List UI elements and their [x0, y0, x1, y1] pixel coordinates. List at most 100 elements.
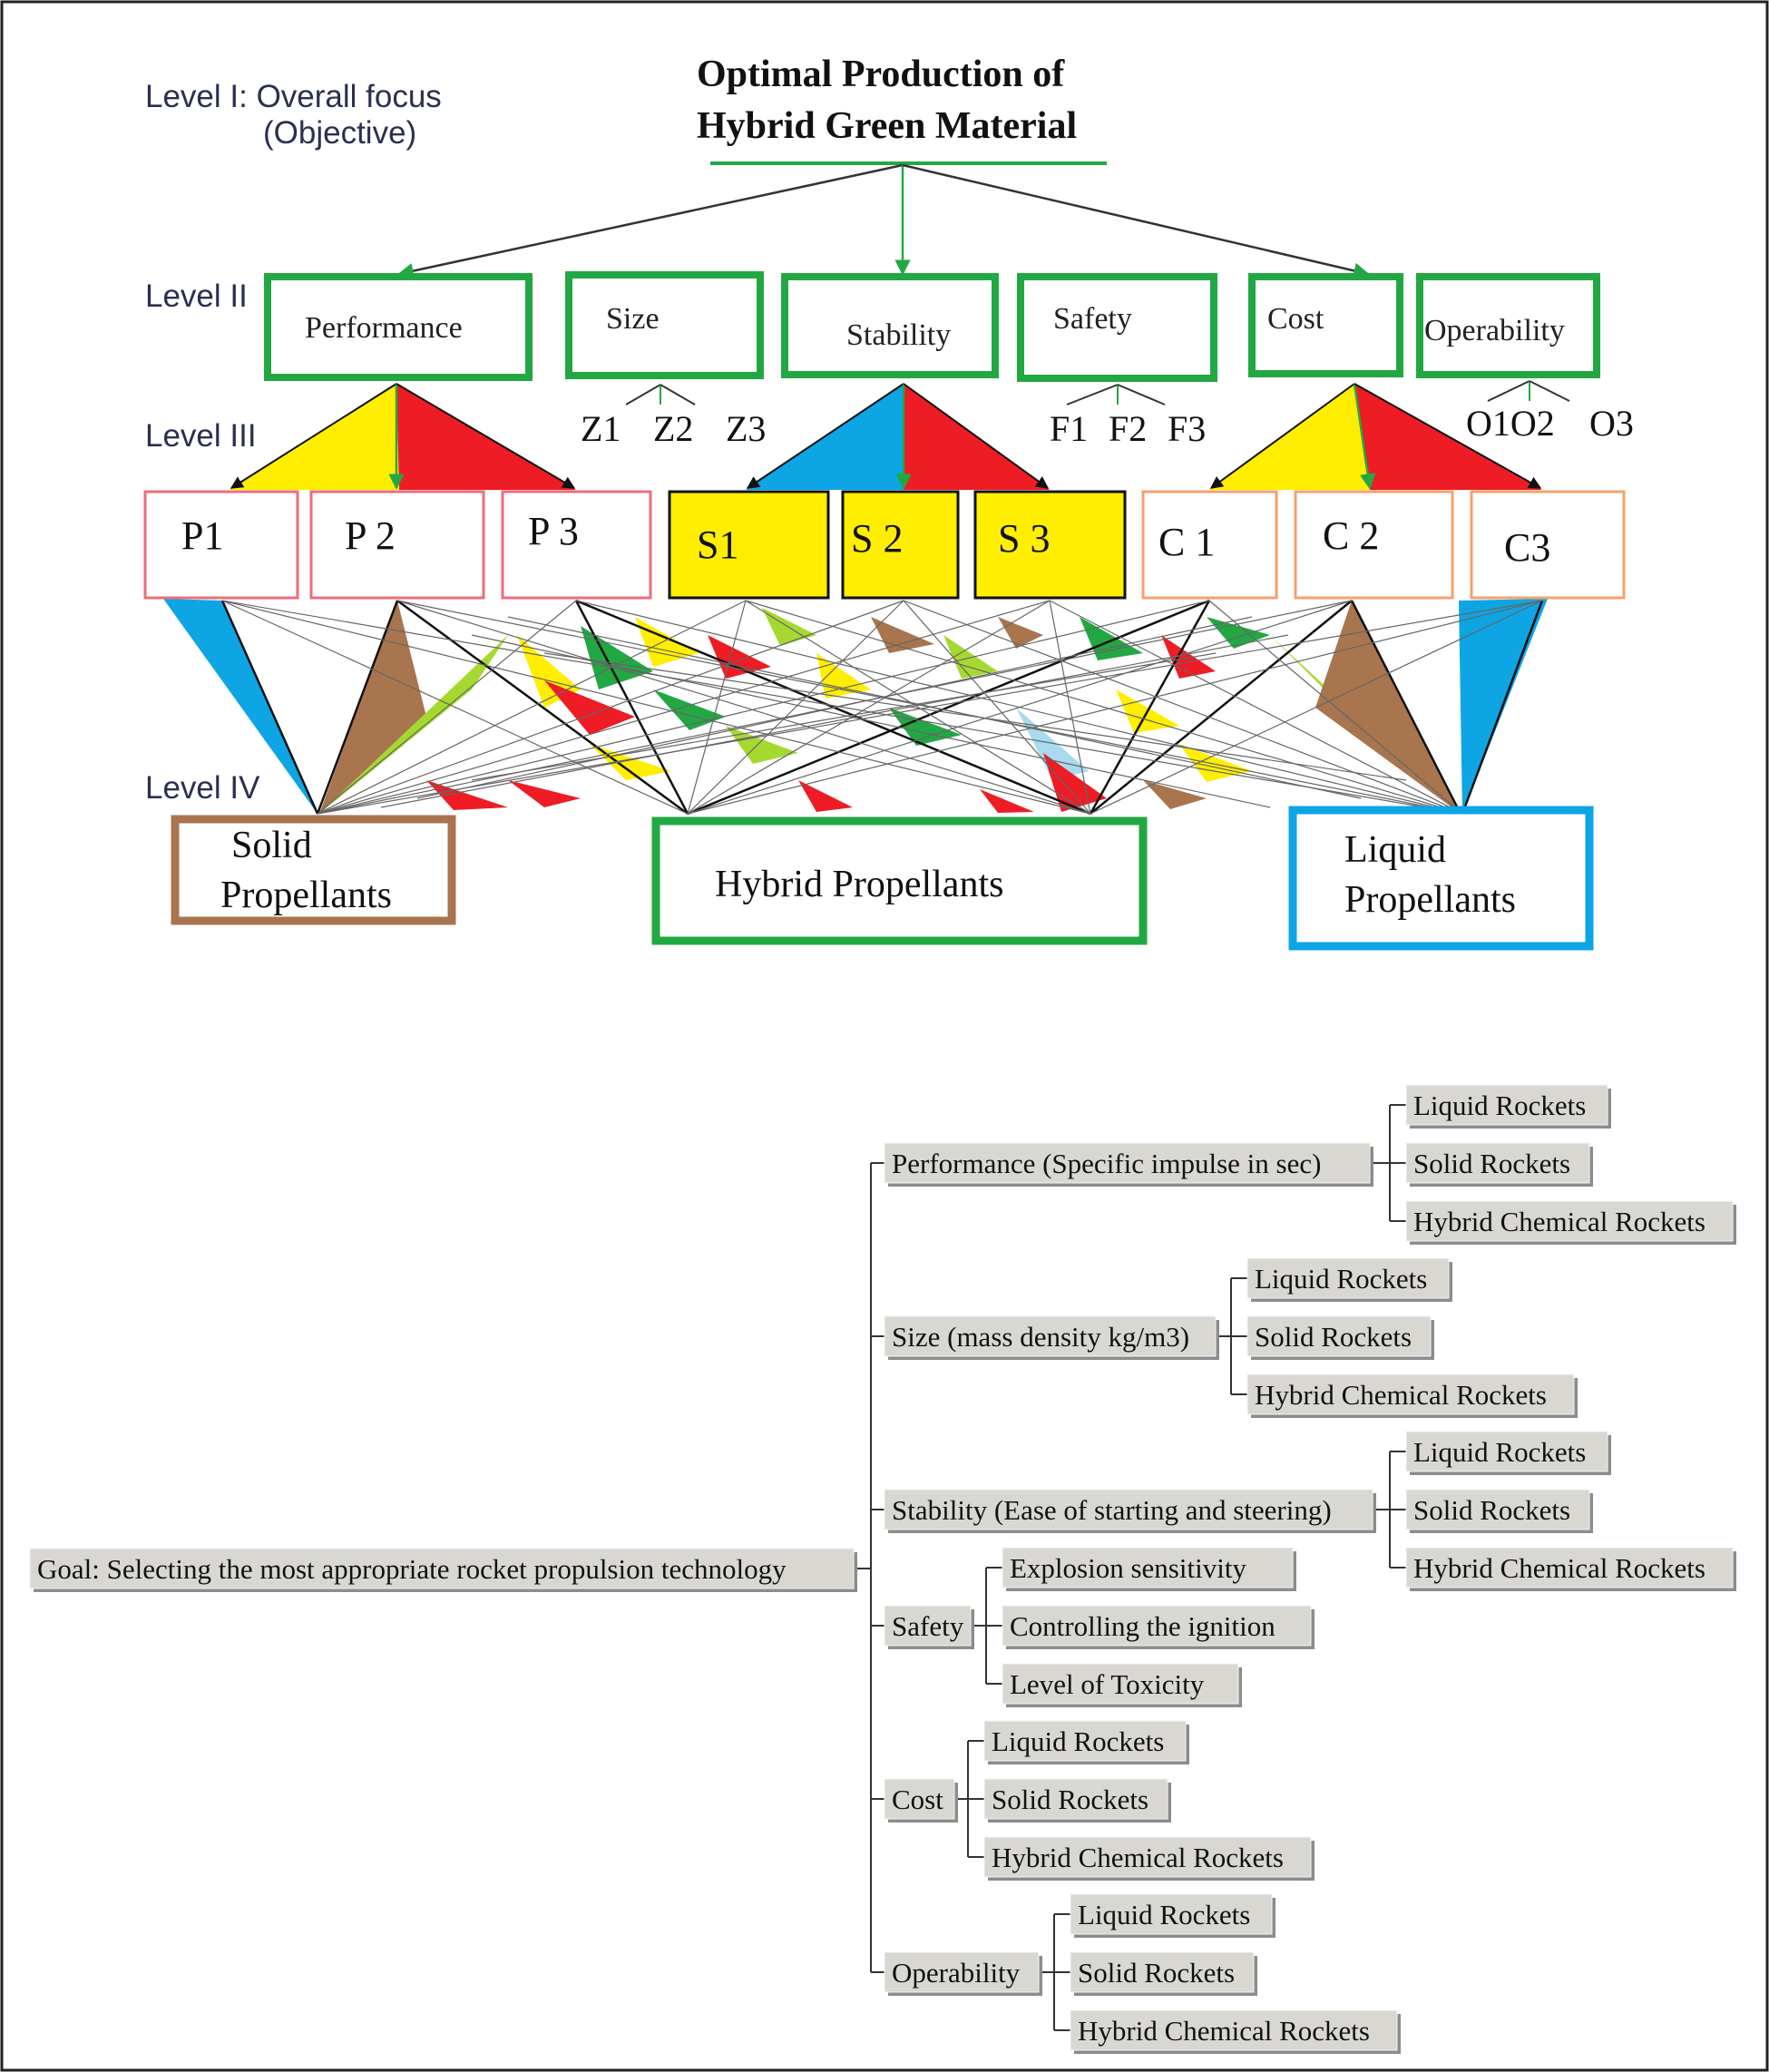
sub-box-s3 [973, 490, 1127, 600]
tree-criterion-1: Size (mass density kg/m3) [884, 1315, 1219, 1360]
alternative-mesh [163, 599, 1548, 816]
tree-criterion-0-child-0-label: Liquid Rockets [1413, 1090, 1586, 1121]
alternative-boxes [171, 806, 1594, 951]
goal-title-line-1: Optimal Production of [697, 54, 1065, 95]
tree-criterion-3: Safety [884, 1605, 974, 1649]
tree-criterion-4-label: Cost [892, 1784, 943, 1815]
criterion-box-performance [264, 273, 533, 381]
tree-goal-label: Goal: Selecting the most appropriate roc… [37, 1553, 787, 1585]
sub-box-s1 [668, 490, 830, 600]
tree-criterion-1-child-1: Solid Rockets [1246, 1315, 1434, 1360]
level-labels: Level I: Overall focus (Objective) Level… [145, 79, 442, 806]
tree-criterion-3-child-2: Level of Toxicity [1002, 1663, 1242, 1707]
tree-criterion-4: Cost [884, 1778, 958, 1823]
tree-criterion-3-child-1-label: Controlling the ignition [1010, 1610, 1275, 1642]
tree-criterion-2: Stability (Ease of starting and steering… [884, 1489, 1376, 1533]
tree-criterion-3-child-1: Controlling the ignition [1002, 1605, 1315, 1649]
tree-criterion-3-child-0-label: Explosion sensitivity [1010, 1552, 1246, 1584]
sub-s3: S 3 [998, 516, 1050, 561]
tree-criterion-2-child-1: Solid Rockets [1405, 1489, 1593, 1533]
sub-box-p2 [309, 490, 485, 600]
sub-labels: Z1 Z2 Z3 F1 F2 F3 O1O2 O3 [581, 403, 1634, 449]
tree-criterion-0-child-2-label: Hybrid Chemical Rockets [1413, 1206, 1705, 1237]
tree-criterion-2-child-0: Liquid Rockets [1405, 1431, 1611, 1475]
tree-criterion-5-child-1-label: Solid Rockets [1078, 1957, 1235, 1989]
level-ii-label: Level II [145, 279, 248, 314]
alt-solid-line-2: Propellants [220, 875, 392, 916]
sub-label-f1: F1 [1050, 408, 1088, 449]
level-i-label: Level I: Overall focus [145, 79, 442, 114]
tree-criterion-0-child-2: Hybrid Chemical Rockets [1405, 1200, 1736, 1245]
tree-criterion-2-child-2-label: Hybrid Chemical Rockets [1413, 1552, 1705, 1584]
alternative-labels: Solid Propellants Hybrid Propellants Liq… [220, 825, 1516, 921]
tree-diagram: Goal: Selecting the most appropriate roc… [29, 1084, 1736, 2054]
sub-c3: C3 [1504, 525, 1550, 570]
tree-criterion-4-child-1-label: Solid Rockets [992, 1784, 1148, 1815]
tree-criterion-0-child-0: Liquid Rockets [1405, 1084, 1611, 1129]
criterion-cost: Cost [1267, 302, 1324, 336]
level-iii-label: Level III [145, 418, 257, 454]
tree-criterion-2-child-2: Hybrid Chemical Rockets [1405, 1547, 1736, 1591]
tree-goal: Goal: Selecting the most appropriate roc… [29, 1548, 857, 1592]
sub-s1: S1 [697, 523, 738, 567]
tree-criterion-1-label: Size (mass density kg/m3) [892, 1321, 1189, 1353]
sub-box-p3 [501, 490, 652, 600]
criterion-performance: Performance [305, 311, 463, 345]
tree-criterion-0: Performance (Specific impulse in sec) [884, 1142, 1373, 1187]
tree-criterion-1-child-0: Liquid Rockets [1246, 1257, 1452, 1302]
sub-label-z1: Z1 [581, 408, 621, 449]
tree-criterion-2-child-1-label: Solid Rockets [1413, 1494, 1570, 1526]
sub-box-p1 [143, 490, 299, 600]
tree-criterion-3-child-0: Explosion sensitivity [1002, 1547, 1296, 1591]
tree-criterion-4-child-0-label: Liquid Rockets [992, 1725, 1164, 1757]
tree-criterion-4-child-0: Liquid Rockets [983, 1720, 1189, 1764]
tree-criterion-5-child-2: Hybrid Chemical Rockets [1070, 2009, 1401, 2054]
alt-box-liquid [1288, 806, 1594, 951]
criterion-box-size [565, 271, 764, 379]
level-i-sub-label: (Objective) [263, 115, 416, 151]
tree-criterion-0-label: Performance (Specific impulse in sec) [892, 1148, 1321, 1179]
tree-criterion-0-child-1: Solid Rockets [1405, 1142, 1593, 1187]
criteria-triangles [230, 383, 1542, 490]
tree-criterion-5: Operability [884, 1951, 1042, 1996]
tree-criterion-3-label: Safety [892, 1610, 964, 1642]
sub-c1: C 1 [1158, 520, 1215, 564]
tree-criterion-5-child-1: Solid Rockets [1070, 1951, 1257, 1996]
sub-box-c3 [1470, 490, 1626, 600]
alt-liquid-line-2: Propellants [1344, 879, 1516, 921]
tree-criterion-1-child-0-label: Liquid Rockets [1255, 1263, 1427, 1295]
goal-title: Optimal Production of Hybrid Green Mater… [697, 54, 1077, 147]
sub-label-o1o2: O1O2 [1466, 403, 1555, 444]
criteria-boxes [264, 271, 1600, 382]
sub-label-z3: Z3 [726, 408, 766, 449]
sub-p2: P 2 [345, 513, 396, 558]
tree-criterion-4-child-2: Hybrid Chemical Rockets [983, 1836, 1315, 1881]
sub-p3: P 3 [528, 509, 579, 553]
criterion-box-operability [1416, 273, 1600, 378]
sub-connectors [625, 380, 1570, 406]
tree-criterion-0-child-1-label: Solid Rockets [1413, 1148, 1570, 1179]
goal-arrow-performance [397, 163, 904, 279]
alt-liquid-line-1: Liquid [1344, 829, 1446, 871]
criterion-box-stability [781, 273, 999, 378]
alt-box-hybrid [651, 816, 1148, 945]
sub-label-f3: F3 [1168, 408, 1206, 449]
tree-criterion-1-child-1-label: Solid Rockets [1255, 1321, 1412, 1353]
sub-box-c1 [1141, 490, 1278, 600]
tree-criterion-2-label: Stability (Ease of starting and steering… [892, 1494, 1332, 1526]
criterion-safety: Safety [1053, 302, 1132, 336]
criterion-box-safety [1017, 273, 1217, 382]
goal-title-line-2: Hybrid Green Material [697, 105, 1077, 147]
alt-hybrid: Hybrid Propellants [715, 864, 1003, 905]
tree-criterion-5-child-0-label: Liquid Rockets [1078, 1899, 1250, 1930]
tree-criterion-3-child-2-label: Level of Toxicity [1010, 1668, 1205, 1700]
sub-box-s2 [841, 490, 960, 600]
criterion-size: Size [606, 302, 660, 336]
tree-criterion-2-child-0-label: Liquid Rockets [1413, 1436, 1586, 1468]
subcriteria-labels: P1 P 2 P 3 S1 S 2 S 3 C 1 C 2 C3 [181, 509, 1550, 570]
sub-label-z2: Z2 [653, 408, 693, 449]
alt-solid-line-1: Solid [231, 825, 312, 866]
criterion-stability: Stability [846, 318, 951, 352]
